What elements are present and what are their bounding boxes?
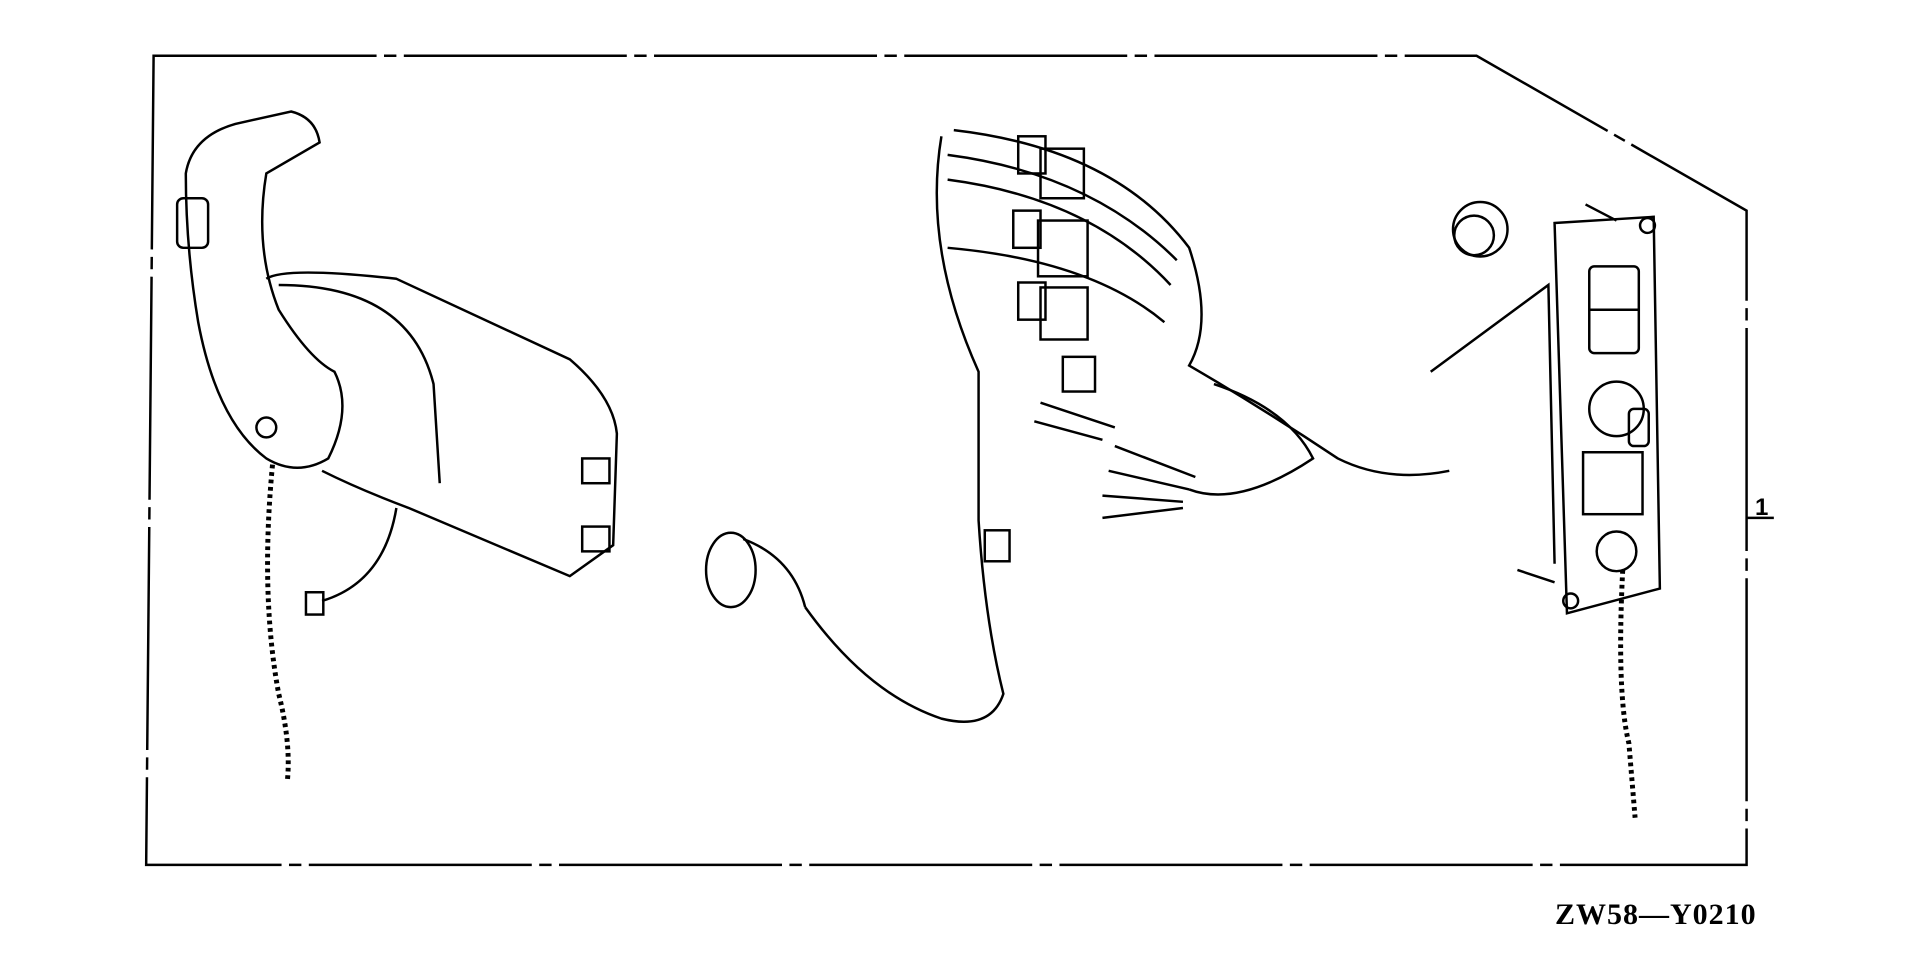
diagram-code: ZW58—Y0210 <box>1555 898 1757 931</box>
wire-harness <box>704 128 1450 723</box>
switch-panel <box>1429 200 1662 818</box>
callout-label-1: 1 <box>1755 494 1769 521</box>
kit-boundary-frame <box>144 54 1748 867</box>
remote-control-lever-box <box>175 110 619 781</box>
